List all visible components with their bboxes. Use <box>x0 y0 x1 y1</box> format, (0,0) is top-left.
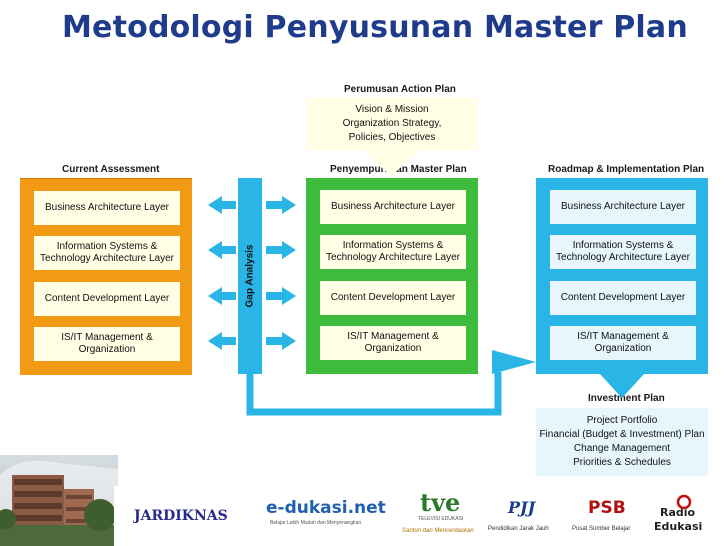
page-title: Metodologi Penyusunan Master Plan <box>62 10 688 45</box>
gap-analysis-bar <box>238 178 262 374</box>
current-content-layer: Content Development Layer <box>34 282 180 316</box>
gap-analysis-label: Gap Analysis <box>244 244 256 308</box>
layer-text-line-1: Information Systems & <box>342 240 444 251</box>
layer-text-line-1: IS/IT Management & <box>61 332 153 343</box>
edukasi-net-tagline: Belajar Lebih Mudah dan Menyenangkan <box>270 520 362 526</box>
pjj-caption: Pendidikan Jarak Jauh <box>488 526 549 532</box>
master-business-layer: Business Architecture Layer <box>320 190 466 224</box>
vision-line-3: Policies, Objectives <box>348 132 436 143</box>
layer-text-line-2: Technology Architecture Layer <box>40 253 174 264</box>
connector-arrowhead <box>492 350 536 374</box>
layer-text-line-2: Organization <box>78 344 136 355</box>
roadmap-column: Business Architecture Layer Information … <box>536 178 708 374</box>
double-arrow-4 <box>208 332 296 350</box>
master-content-layer: Content Development Layer <box>320 281 466 315</box>
roadmap-is-technology-layer: Information Systems &Technology Architec… <box>550 235 696 269</box>
radio-edukasi-logo-line-1: Radio <box>660 506 696 519</box>
current-assessment-header: Current Assessment <box>62 164 160 175</box>
current-isit-management-layer: IS/IT Management &Organization <box>34 327 180 361</box>
radio-edukasi-logo-line-2: Edukasi <box>654 520 703 533</box>
vision-line-2: Organization Strategy, <box>342 118 442 129</box>
layer-text-line-2: Technology Architecture Layer <box>326 252 460 263</box>
double-arrows <box>208 196 296 350</box>
investment-line-3: Change Management <box>573 443 671 454</box>
jardiknas-logo: JARDIKNAS <box>134 508 228 524</box>
roadmap-content-layer: Content Development Layer <box>550 281 696 315</box>
roadmap-isit-management-layer: IS/IT Management &Organization <box>550 326 696 360</box>
action-plan-header: Perumusan Action Plan <box>344 84 456 95</box>
vision-line-1: Vision & Mission <box>355 104 429 115</box>
tve-tagline: Santun dan Mencerdaskan <box>402 528 474 534</box>
tve-subtitle: TELEVISI EDUKASI <box>418 516 464 522</box>
building-photo <box>0 455 118 546</box>
layer-text: Content Development Layer <box>560 292 686 303</box>
investment-line-2: Financial (Budget & Investment) Plan <box>539 429 705 440</box>
master-plan-header: Penyempurnaan Master Plan <box>330 164 467 175</box>
current-assessment-column: Business Architecture Layer Information … <box>20 178 192 375</box>
layer-text-line-2: Organization <box>364 343 422 354</box>
investment-line-4: Priorities & Schedules <box>573 457 671 468</box>
double-arrow-3 <box>208 287 296 305</box>
layer-text: Business Architecture Layer <box>45 202 169 213</box>
edukasi-net-logo: e-dukasi.net <box>266 498 386 518</box>
tve-logo: tve <box>420 488 461 517</box>
radio-icon <box>676 494 692 510</box>
master-is-technology-layer: Information Systems &Technology Architec… <box>320 235 466 269</box>
investment-plan-box: Project Portfolio Financial (Budget & In… <box>536 408 708 476</box>
investment-plan-header: Investment Plan <box>588 393 665 404</box>
current-business-layer: Business Architecture Layer <box>34 191 180 225</box>
pjj-logo: PJJ <box>508 498 536 517</box>
psb-logo: PSB <box>588 498 626 518</box>
layer-text-line-2: Organization <box>594 343 652 354</box>
psb-caption: Pusat Sumber Belajar <box>572 526 631 532</box>
layer-text-line-1: Information Systems & <box>572 240 674 251</box>
layer-text-line-1: IS/IT Management & <box>577 331 669 342</box>
layer-text: Business Architecture Layer <box>561 201 685 212</box>
roadmap-header: Roadmap & Implementation Plan <box>548 164 705 175</box>
layer-text: Business Architecture Layer <box>331 201 455 212</box>
layer-text-line-1: Information Systems & <box>56 241 158 252</box>
double-arrow-1 <box>208 196 296 214</box>
current-is-technology-layer: Information Systems &Technology Architec… <box>34 236 180 270</box>
double-arrow-2 <box>208 241 296 259</box>
layer-text: Content Development Layer <box>330 292 456 303</box>
gap-to-roadmap-connector <box>246 372 502 416</box>
layer-text: Content Development Layer <box>44 293 170 304</box>
master-isit-management-layer: IS/IT Management &Organization <box>320 326 466 360</box>
vision-mission-box: Vision & Mission Organization Strategy, … <box>306 98 478 150</box>
roadmap-business-layer: Business Architecture Layer <box>550 190 696 224</box>
investment-line-1: Project Portfolio <box>586 415 658 426</box>
layer-text-line-2: Technology Architecture Layer <box>556 252 690 263</box>
layer-text-line-1: IS/IT Management & <box>347 331 439 342</box>
vision-pointer <box>362 150 420 176</box>
gap-analysis-label-wrap: Gap Analysis <box>238 178 262 374</box>
master-plan-column: Business Architecture Layer Information … <box>306 178 478 374</box>
roadmap-to-investment-arrow <box>600 374 644 398</box>
logo-banner: JARDIKNAS e-dukasi.net Belajar Lebih Mud… <box>114 486 728 546</box>
